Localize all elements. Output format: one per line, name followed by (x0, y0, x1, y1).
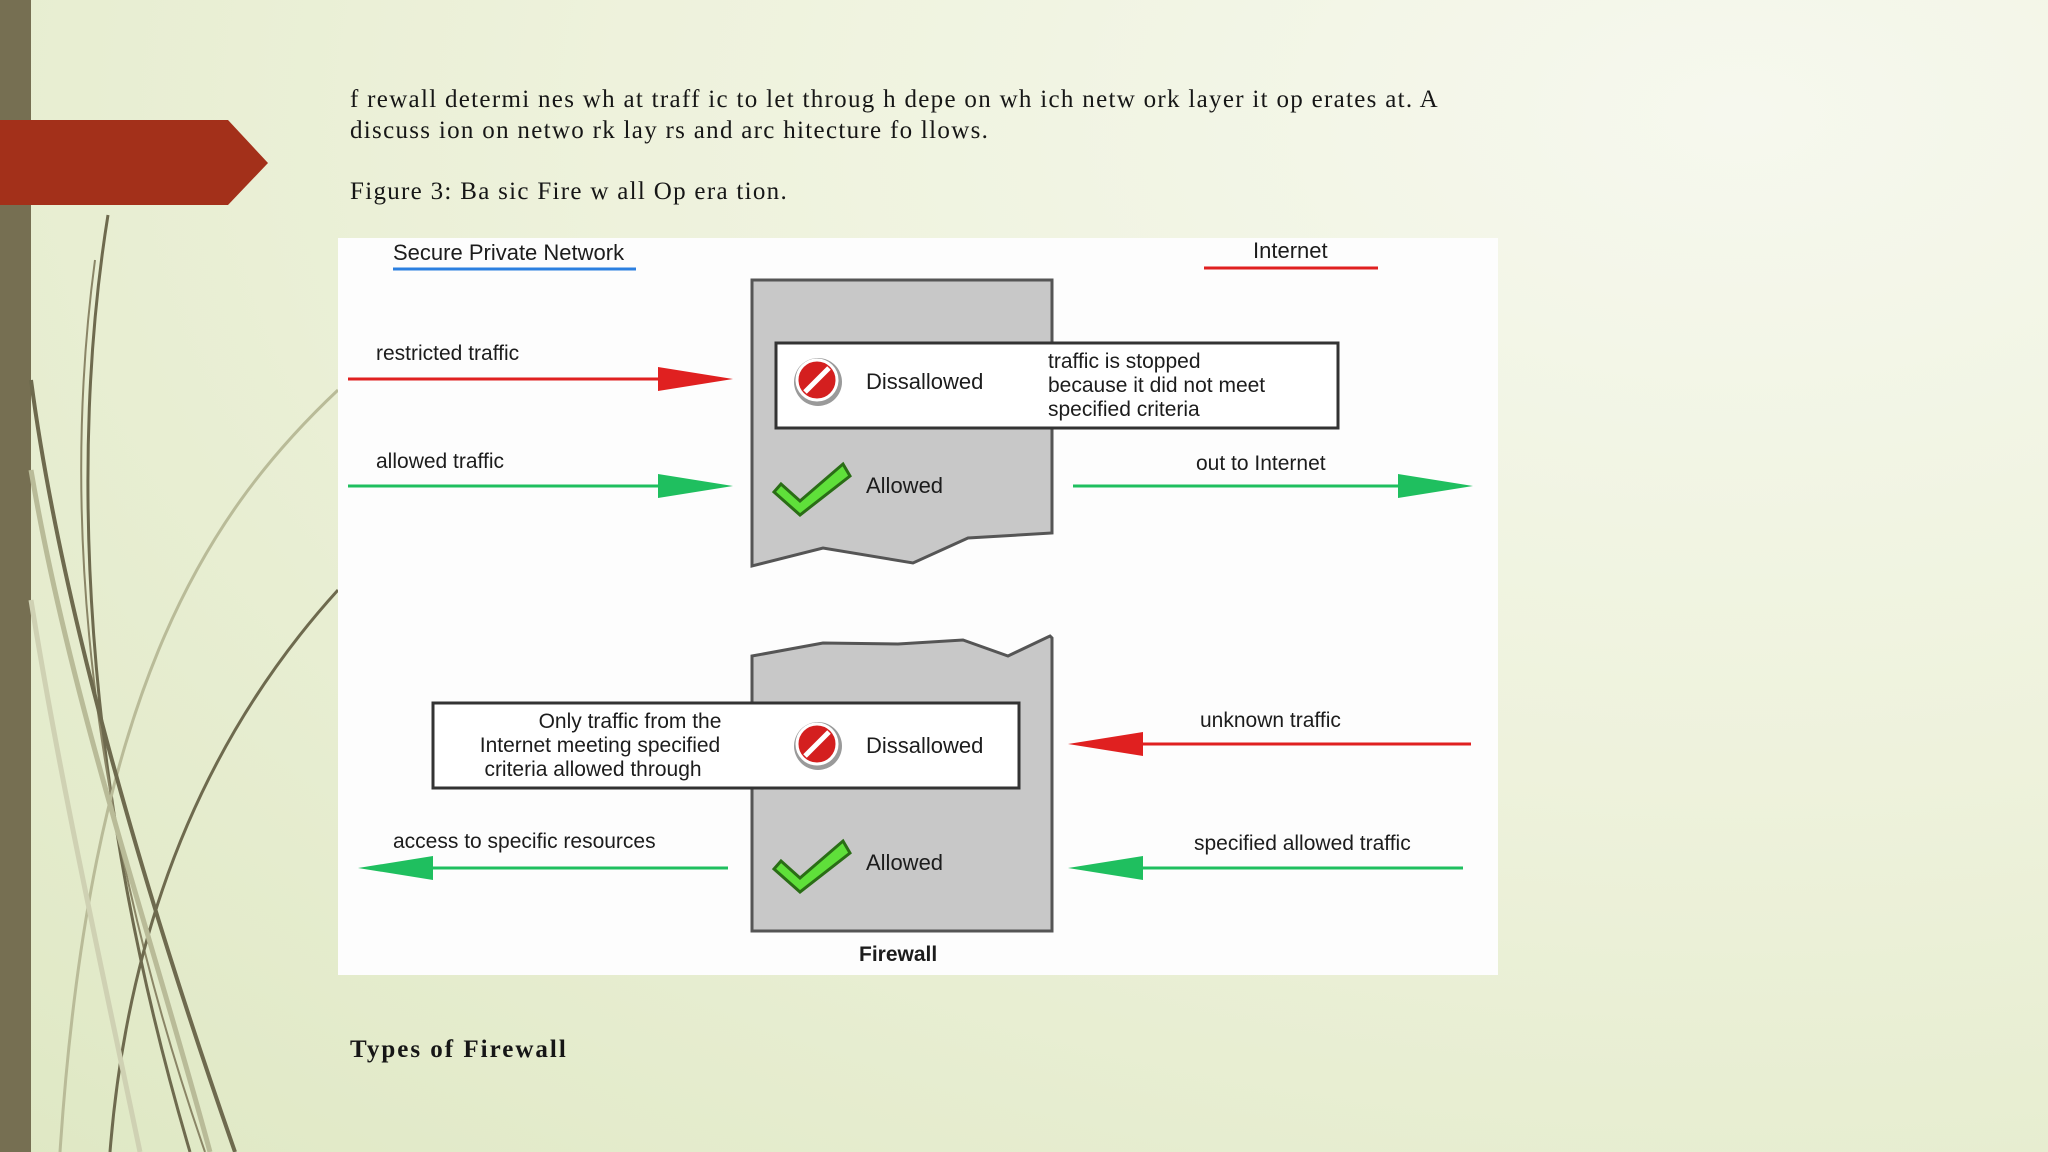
stop-note-line-1: traffic is stopped (1048, 350, 1201, 373)
no-entry-icon (794, 358, 842, 406)
only-note-line-2: Internet meeting specified (480, 734, 720, 757)
restricted-traffic-label: restricted traffic (376, 342, 519, 365)
paragraph-line-2: discuss ion on netwo rk lay rs and arc h… (350, 115, 1550, 146)
title-arrow-tab (0, 120, 268, 205)
specified-allowed-label: specified allowed traffic (1194, 832, 1411, 855)
allowed-label-top: Allowed (866, 473, 943, 498)
stop-note-line-2: because it did not meet (1048, 374, 1265, 397)
access-resources-label: access to specific resources (393, 830, 656, 853)
types-of-firewall-heading: Types of Firewall (350, 1036, 568, 1064)
allowed-arrowhead (658, 474, 733, 498)
access-arrowhead (358, 856, 433, 880)
stop-note-line-3: specified criteria (1048, 398, 1200, 421)
only-note-line-3: criteria allowed through (484, 758, 701, 781)
secure-network-label: Secure Private Network (393, 240, 625, 265)
firewall-diagram: Secure Private Network Internet restrict… (338, 238, 1498, 975)
intro-paragraph: f rewall determi nes wh at traff ic to l… (350, 84, 1550, 207)
out-arrowhead (1398, 474, 1473, 498)
paragraph-line-1: f rewall determi nes wh at traff ic to l… (350, 84, 1550, 115)
figure-caption: Figure 3: Ba sic Fire w all Op era tion. (350, 176, 1550, 207)
restricted-arrowhead (658, 367, 733, 391)
decorative-curves (0, 0, 340, 1152)
unknown-arrowhead (1068, 732, 1143, 756)
unknown-traffic-label: unknown traffic (1200, 709, 1341, 732)
out-to-internet-label: out to Internet (1196, 452, 1326, 475)
specified-arrowhead (1068, 856, 1143, 880)
dissallowed-label-bottom: Dissallowed (866, 733, 983, 758)
dissallowed-label-top: Dissallowed (866, 369, 983, 394)
allowed-traffic-label: allowed traffic (376, 450, 504, 473)
only-note-line-1: Only traffic from the (539, 710, 722, 733)
internet-label: Internet (1253, 238, 1328, 263)
no-entry-icon (794, 722, 842, 770)
firewall-label: Firewall (859, 943, 937, 966)
allowed-label-bottom: Allowed (866, 850, 943, 875)
